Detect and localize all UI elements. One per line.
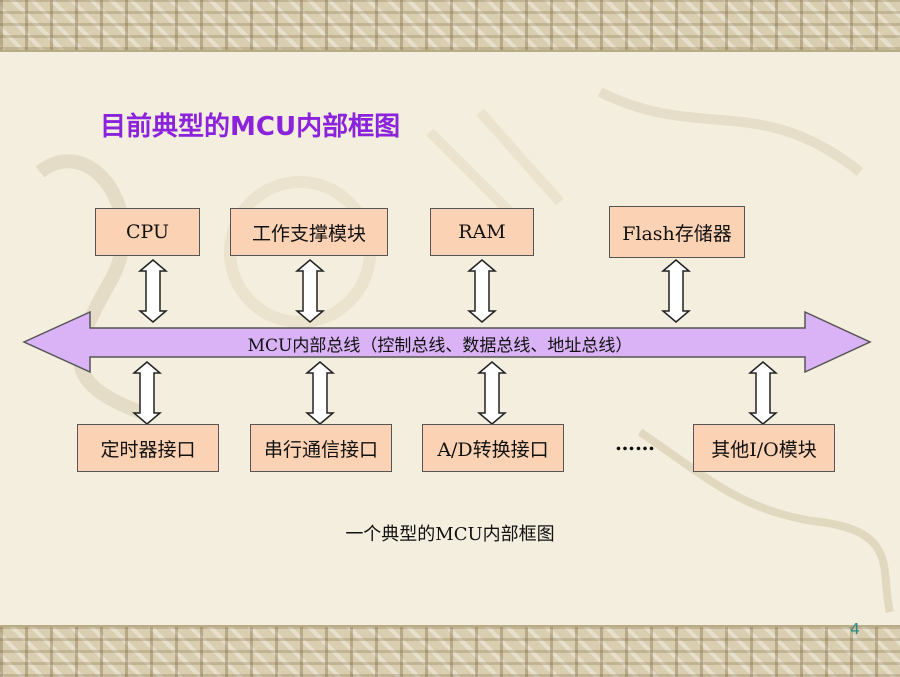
bus-arrow-shape — [22, 310, 872, 374]
bottom-decorative-border — [0, 625, 900, 677]
module-timer-interface: 定时器接口 — [77, 424, 219, 472]
bus-label: MCU内部总线（控制总线、数据总线、地址总线） — [247, 335, 633, 356]
figure-caption: 一个典型的MCU内部框图 — [345, 524, 555, 545]
connector-arrow-timer — [133, 361, 161, 425]
module-flash-storage: Flash存储器 — [609, 206, 745, 258]
connector-arrow-flash — [662, 259, 690, 323]
connector-arrow-cpu — [139, 259, 167, 323]
connector-arrow-adc — [478, 361, 506, 425]
connector-arrow-support-module — [296, 259, 324, 323]
module-other-io: 其他I/O模块 — [693, 424, 835, 472]
connector-arrow-serial — [306, 361, 334, 425]
module-ram: RAM — [430, 208, 534, 256]
connector-arrow-io — [749, 361, 777, 425]
ellipsis: …… — [615, 431, 655, 455]
top-decorative-border — [0, 0, 900, 52]
slide-title: 目前典型的MCU内部框图 — [100, 112, 401, 142]
module-adc-interface: A/D转换接口 — [422, 424, 564, 472]
module-work-support: 工作支撑模块 — [230, 208, 388, 256]
module-cpu: CPU — [95, 208, 200, 256]
connector-arrow-ram — [468, 259, 496, 323]
page-number: 4 — [850, 620, 860, 638]
module-serial-interface: 串行通信接口 — [250, 424, 392, 472]
